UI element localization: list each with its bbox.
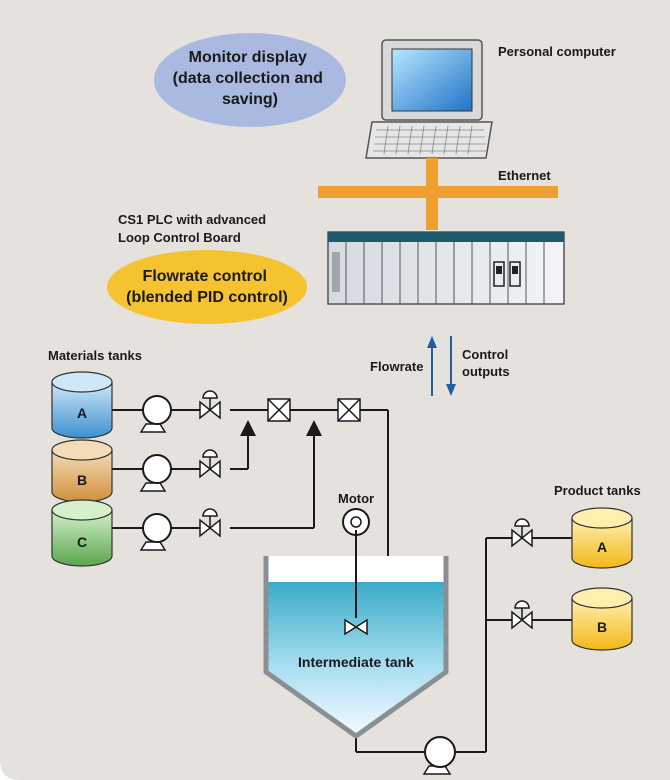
- flowrate-control-line-1: Flowrate control: [143, 268, 267, 285]
- control-valve-icon-product-b: [511, 600, 533, 630]
- personal-computer-label: Personal computer: [498, 44, 616, 59]
- product-tank-b: B: [571, 587, 633, 651]
- svg-text:Control outputs: Control outputs: [462, 347, 512, 379]
- pump-icon-a: [139, 395, 172, 433]
- material-tank-b-label: B: [77, 472, 87, 488]
- laptop-icon: [365, 39, 493, 159]
- material-tank-b: B: [51, 439, 113, 503]
- pump-icon-b: [139, 454, 172, 492]
- agitator-icon: [344, 618, 368, 636]
- control-outputs-line-1: Control: [462, 347, 508, 362]
- plc-label-line-1: CS1 PLC with advanced: [118, 212, 266, 227]
- flow-meter-icon-2: [337, 398, 361, 422]
- flowrate-label: Flowrate: [370, 359, 423, 374]
- material-tank-a: A: [51, 371, 113, 439]
- flowrate-control-ellipse: [107, 250, 307, 324]
- material-tank-c: C: [51, 499, 113, 567]
- pump-icon-outlet: [422, 736, 456, 775]
- control-valve-icon-b: [199, 449, 221, 479]
- motor-label: Motor: [338, 491, 374, 506]
- svg-text:Monitor display (data coll: Monitor display (data collection and sav…: [173, 49, 328, 108]
- svg-text:CS1 PLC with advanced Loop: CS1 PLC with advanced Loop Control Board: [118, 212, 270, 245]
- plc-rack-icon: [327, 231, 565, 305]
- svg-text:Flowrate control (blended: Flowrate control (blended PID control): [126, 268, 288, 306]
- material-tank-c-label: C: [77, 534, 87, 550]
- control-outputs-line-2: outputs: [462, 364, 510, 379]
- control-valve-icon-product-a: [511, 518, 533, 548]
- pump-icon-c: [139, 513, 172, 551]
- ethernet-cable: [318, 158, 558, 230]
- ethernet-label: Ethernet: [498, 168, 551, 183]
- control-valve-icon-a: [199, 390, 221, 420]
- flow-meter-icon-1: [267, 398, 291, 422]
- flowrate-arrow: [427, 336, 437, 396]
- monitor-display-line-1: Monitor display: [189, 49, 307, 66]
- materials-tanks-label: Materials tanks: [48, 348, 142, 363]
- product-tanks-label: Product tanks: [554, 483, 641, 498]
- plc-label-line-2: Loop Control Board: [118, 230, 241, 245]
- flowrate-control-line-2: (blended PID control): [126, 289, 288, 306]
- product-tank-b-label: B: [597, 619, 607, 635]
- monitor-display-ellipse: [154, 33, 346, 127]
- control-outputs-arrow: [446, 336, 456, 396]
- material-tank-a-label: A: [77, 405, 87, 421]
- intermediate-tank-label: Intermediate tank: [298, 654, 414, 670]
- product-tank-a-label: A: [597, 539, 607, 555]
- monitor-display-line-2: (data collection and: [173, 70, 323, 87]
- product-tank-a: A: [571, 507, 633, 569]
- monitor-display-line-3: saving): [222, 91, 278, 108]
- control-valve-icon-c: [199, 508, 221, 538]
